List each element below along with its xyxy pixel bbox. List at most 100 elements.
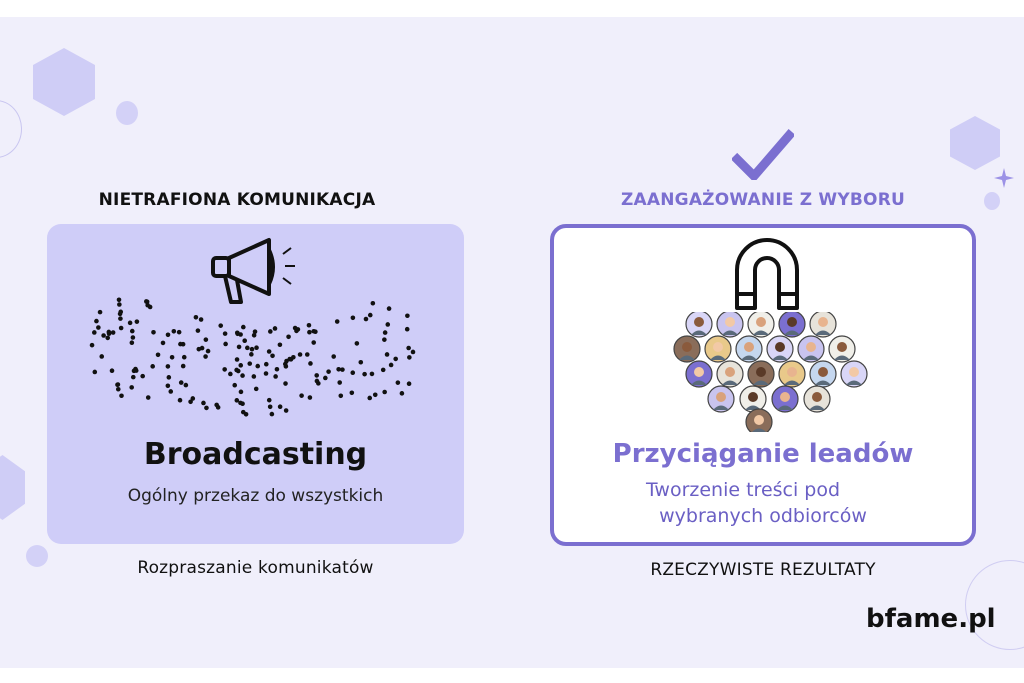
dot bbox=[118, 325, 124, 331]
dot bbox=[193, 314, 199, 320]
dot bbox=[382, 337, 387, 342]
decor-dot bbox=[984, 192, 1000, 210]
card-title: Przyciąganie leadów bbox=[612, 439, 914, 469]
dot bbox=[292, 325, 298, 331]
dot bbox=[92, 369, 98, 375]
avatar bbox=[685, 360, 713, 388]
dot bbox=[241, 324, 246, 330]
dot bbox=[101, 333, 106, 338]
dot bbox=[106, 329, 112, 335]
dot bbox=[180, 341, 186, 347]
dot bbox=[410, 349, 416, 355]
dot bbox=[350, 370, 356, 376]
dot bbox=[234, 367, 239, 373]
dot bbox=[314, 378, 320, 384]
dot bbox=[349, 390, 355, 396]
card-subtitle-line1: Tworzenie treści pod bbox=[645, 479, 841, 501]
avatar bbox=[673, 335, 701, 363]
dot bbox=[89, 342, 95, 348]
dot bbox=[267, 404, 273, 410]
dot bbox=[165, 364, 171, 369]
dot bbox=[214, 402, 219, 408]
dot bbox=[129, 328, 135, 334]
megaphone-icon bbox=[211, 238, 295, 304]
left-footer: Rozpraszanie komunikatów bbox=[137, 558, 374, 578]
dot bbox=[188, 399, 193, 405]
audience-avatars bbox=[673, 312, 868, 432]
dot bbox=[238, 363, 244, 368]
dot bbox=[238, 400, 243, 406]
dot bbox=[240, 373, 245, 378]
right-footer: RZECZYWISTE REZULTATY bbox=[650, 560, 876, 580]
dot bbox=[204, 405, 209, 411]
avatar bbox=[747, 360, 775, 388]
dot bbox=[283, 364, 289, 369]
dot bbox=[405, 313, 410, 319]
dot bbox=[338, 393, 344, 399]
dot bbox=[354, 341, 360, 346]
dot bbox=[297, 352, 303, 357]
card-subtitle-line2: wybranych odbiorców bbox=[659, 505, 867, 527]
dot bbox=[180, 363, 186, 369]
dot bbox=[407, 355, 412, 360]
right-heading: ZAANGAŻOWANIE Z WYBORU bbox=[621, 190, 905, 210]
avatar bbox=[739, 385, 767, 413]
dot bbox=[399, 391, 405, 396]
avatar bbox=[803, 385, 831, 413]
dot bbox=[337, 380, 343, 385]
dot bbox=[291, 355, 296, 360]
dot bbox=[273, 374, 278, 379]
dot bbox=[177, 397, 183, 403]
dot bbox=[388, 362, 394, 368]
dot bbox=[331, 354, 337, 359]
avatar bbox=[797, 335, 825, 363]
dot bbox=[334, 319, 340, 324]
dot bbox=[118, 316, 123, 321]
sparkle-icon bbox=[994, 168, 1014, 188]
avatar bbox=[704, 335, 732, 363]
dot bbox=[283, 408, 289, 413]
dot bbox=[130, 374, 136, 380]
dot bbox=[242, 338, 248, 343]
dot bbox=[395, 380, 401, 385]
dot bbox=[115, 386, 121, 392]
dot bbox=[308, 361, 313, 366]
dot bbox=[277, 404, 283, 410]
dot bbox=[94, 318, 99, 324]
dot bbox=[380, 367, 386, 373]
dot bbox=[183, 382, 189, 388]
left-heading: NIETRAFIONA KOMUNIKACJA bbox=[98, 190, 376, 210]
dot bbox=[171, 329, 177, 334]
decor-dot bbox=[26, 545, 48, 567]
dot bbox=[307, 329, 312, 335]
dot bbox=[178, 380, 184, 385]
brand-logo: bfame.pl bbox=[866, 604, 996, 634]
dot bbox=[205, 348, 211, 354]
avatar bbox=[716, 312, 744, 338]
dot bbox=[96, 325, 101, 330]
dot bbox=[218, 323, 224, 328]
dot bbox=[251, 374, 257, 379]
dot bbox=[254, 345, 259, 351]
dot bbox=[272, 326, 278, 331]
dot bbox=[165, 383, 171, 389]
dot bbox=[133, 366, 138, 372]
dot bbox=[286, 334, 291, 340]
dot bbox=[314, 373, 320, 378]
dot bbox=[367, 395, 373, 401]
dot bbox=[306, 322, 312, 328]
dot bbox=[266, 397, 272, 403]
avatar bbox=[778, 312, 806, 338]
dot bbox=[249, 352, 254, 357]
dot bbox=[166, 375, 172, 380]
dot bbox=[393, 356, 398, 362]
dot bbox=[263, 371, 269, 376]
dot bbox=[385, 322, 391, 327]
avatar bbox=[809, 312, 837, 338]
avatar bbox=[707, 385, 735, 413]
dot bbox=[270, 353, 275, 359]
dot bbox=[370, 300, 376, 306]
dot bbox=[269, 411, 275, 417]
dot bbox=[190, 396, 196, 401]
checkmark-icon bbox=[732, 129, 794, 180]
